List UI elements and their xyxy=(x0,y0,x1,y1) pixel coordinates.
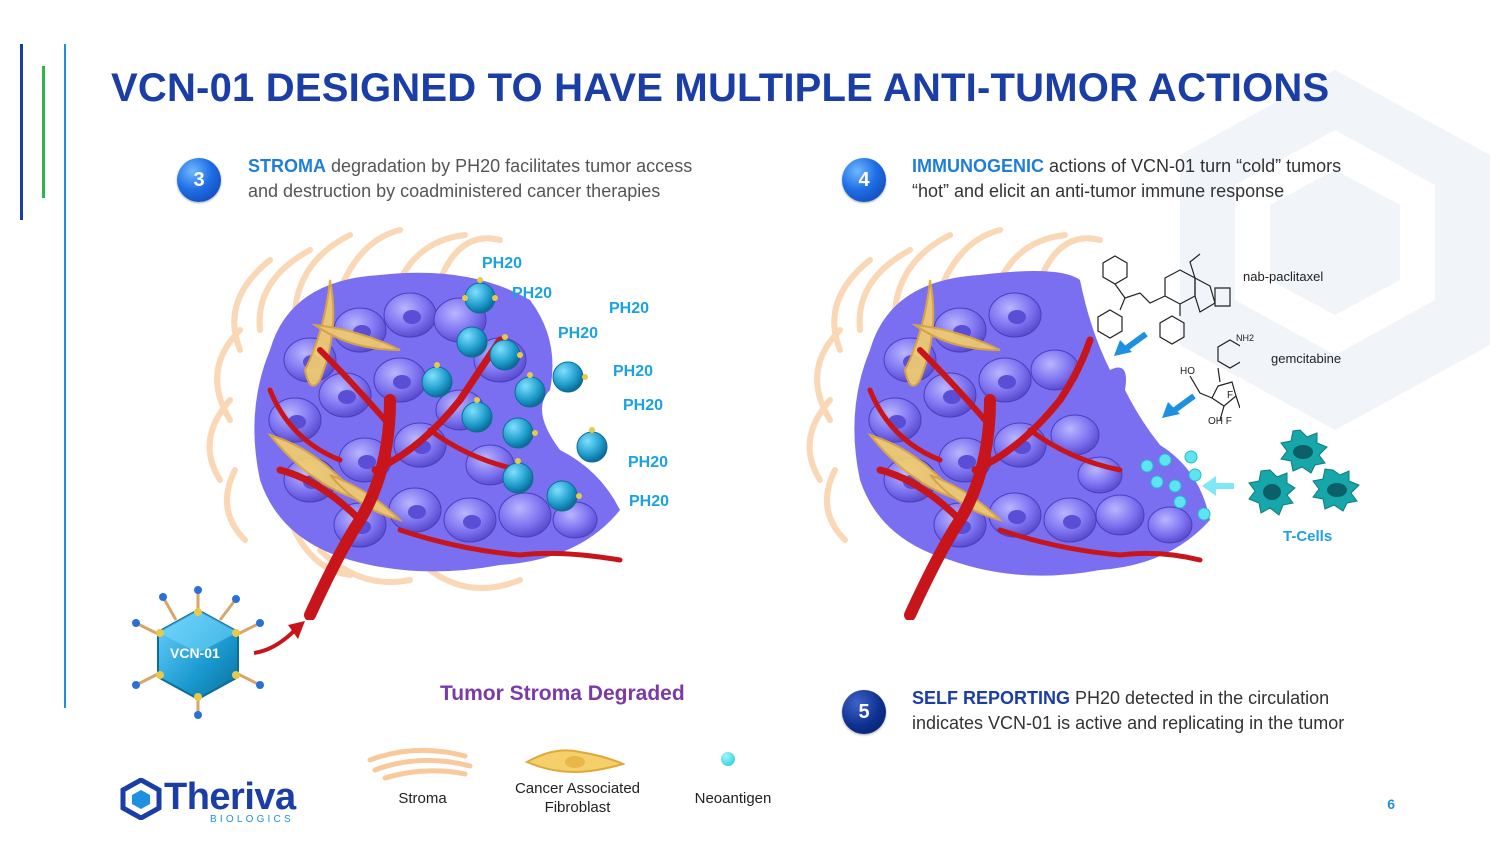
infection-arrow-icon xyxy=(253,621,305,655)
drug-arrow-icon xyxy=(1114,331,1148,356)
ph20-label: PH20 xyxy=(628,454,669,471)
tcells-label: T-Cells xyxy=(1283,528,1333,545)
chem-f: F xyxy=(1227,390,1234,401)
tcell-arrow-icon xyxy=(1202,476,1234,496)
chemical-structures-icon xyxy=(1097,253,1240,421)
self-reporting-description: SELF REPORTING PH20 detected in the circ… xyxy=(912,688,1345,733)
background-hexagon-watermark xyxy=(1180,70,1490,430)
tumor-illustration-right xyxy=(806,227,1211,620)
theriva-logo-icon xyxy=(120,778,162,820)
immunogenic-description: IMMUNOGENIC actions of VCN-01 turn “cold… xyxy=(912,156,1342,201)
immunogenic-keyword: IMMUNOGENIC xyxy=(912,156,1044,176)
stroma-description: STROMA degradation by PH20 facilitates t… xyxy=(248,156,693,201)
logo-subtitle: BIOLOGICS xyxy=(210,814,294,825)
tumor-illustration-left xyxy=(206,227,623,620)
ph20-label: PH20 xyxy=(558,325,599,342)
ph20-label: PH20 xyxy=(609,300,650,317)
ph20-label: PH20 xyxy=(613,363,654,380)
step-badge-5: 5 xyxy=(842,690,886,734)
vcn01-label: VCN-01 xyxy=(170,645,220,661)
chem-oh-f: OH F xyxy=(1208,416,1232,427)
neoantigen-legend-icon xyxy=(721,752,735,766)
page-number: 6 xyxy=(1387,796,1395,812)
page-title: VCN-01 DESIGNED TO HAVE MULTIPLE ANTI-TU… xyxy=(111,66,1330,110)
vcn01-virion-icon xyxy=(132,586,264,719)
accent-bar-blue xyxy=(20,44,23,220)
neoantigen-legend-label: Neoantigen xyxy=(694,790,772,807)
tcells-icon xyxy=(1248,429,1360,516)
accent-bar-green xyxy=(42,66,45,198)
ph20-label: PH20 xyxy=(629,493,670,510)
ph20-label: PH20 xyxy=(623,397,664,414)
step-badge-4: 4 xyxy=(842,158,886,202)
logo-name: Theriva xyxy=(164,776,296,818)
stroma-keyword: STROMA xyxy=(248,156,326,176)
step-badge-3: 3 xyxy=(177,158,221,202)
accent-bar-lightblue xyxy=(64,44,66,708)
stroma-legend-icon xyxy=(367,747,473,781)
stroma-legend-label: Stroma xyxy=(398,790,447,807)
ph20-label: PH20 xyxy=(512,285,553,302)
fibroblast-legend-icon xyxy=(525,749,625,774)
ph20-label: PH20 xyxy=(482,255,523,272)
drug-arrow-icon xyxy=(1162,393,1196,418)
self-reporting-keyword: SELF REPORTING xyxy=(912,688,1071,708)
tumor-stroma-caption: Tumor Stroma Degraded xyxy=(440,682,685,705)
gemcitabine-label: gemcitabine xyxy=(1271,351,1342,366)
nab-paclitaxel-label: nab-paclitaxel xyxy=(1243,269,1324,284)
chem-ho: HO xyxy=(1180,366,1195,377)
chem-nh2: NH2 xyxy=(1236,333,1255,343)
